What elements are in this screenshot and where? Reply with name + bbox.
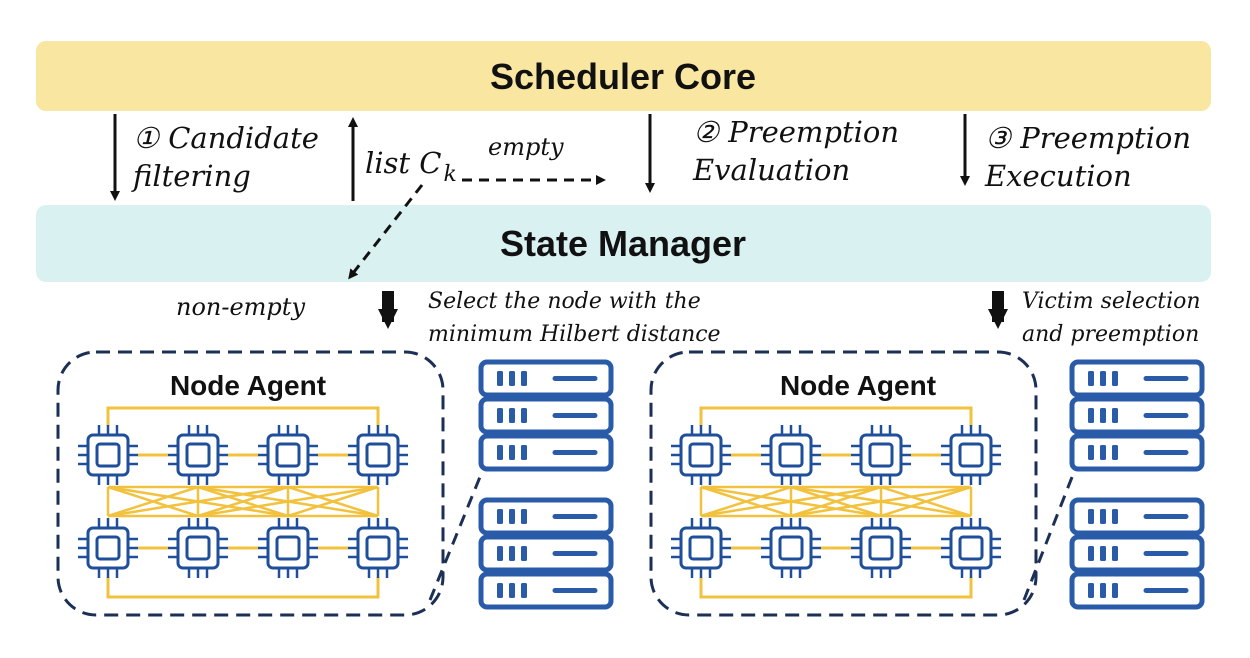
gpu-chip-icon xyxy=(78,518,138,578)
state-manager: State Manager xyxy=(36,205,1211,282)
server-unit-icon xyxy=(1069,534,1205,573)
gpu-chip-icon xyxy=(258,425,318,485)
server-unit-icon xyxy=(478,534,614,573)
node-agent-title: Node Agent xyxy=(170,370,326,401)
server-unit-icon xyxy=(478,497,614,536)
scheduler-core-label: Scheduler Core xyxy=(490,56,756,97)
state-manager-bar xyxy=(36,205,1211,282)
server-rack-icon xyxy=(478,359,614,472)
server-unit-icon xyxy=(478,359,614,398)
server-rack-icon xyxy=(1069,359,1205,472)
scheduler-core: Scheduler Core xyxy=(36,41,1211,111)
non-empty-label: non-empty xyxy=(176,293,305,321)
empty-label: empty xyxy=(488,133,564,161)
server-unit-icon xyxy=(1069,396,1205,435)
gpu-chip-grid xyxy=(671,406,1001,599)
nvlink-connections xyxy=(106,406,380,599)
gpu-chip-icon xyxy=(941,425,1001,485)
server-unit-icon xyxy=(1069,497,1205,536)
node-agent-border xyxy=(56,350,445,617)
server-unit-icon xyxy=(478,571,614,610)
select-node-line2: minimum Hilbert distance xyxy=(428,322,721,347)
state-manager-label: State Manager xyxy=(500,223,746,264)
list-ck-prefix: list C xyxy=(365,146,442,180)
step-execution-line1: ③ Preemption xyxy=(985,121,1191,155)
gpu-chip-icon xyxy=(671,425,731,485)
gpu-chip-icon xyxy=(671,518,731,578)
scheduler-core-bar xyxy=(36,41,1211,111)
node-agent-panel-1: Node Agent xyxy=(56,350,445,617)
panel-server-connector xyxy=(1022,471,1076,601)
gpu-chip-grid xyxy=(78,406,408,599)
gpu-chip-icon xyxy=(168,518,228,578)
gpu-chip-icon xyxy=(851,425,911,485)
panel-server-connector xyxy=(428,471,484,601)
node-agent-title: Node Agent xyxy=(780,370,936,401)
gpu-chip-icon xyxy=(348,425,408,485)
server-rack-icon xyxy=(478,497,614,610)
server-unit-icon xyxy=(478,433,614,472)
server-unit-icon xyxy=(1069,571,1205,610)
victim-line1: Victim selection xyxy=(1022,289,1201,314)
server-rack-icon xyxy=(1069,497,1205,610)
step-candidate-line1: ① Candidate xyxy=(133,121,319,155)
step-evaluation-line2: Evaluation xyxy=(692,153,850,187)
nvlink-connections xyxy=(699,406,973,599)
select-node-line1: Select the node with the xyxy=(428,289,701,314)
victim-line2: and preemption xyxy=(1022,322,1199,347)
server-unit-icon xyxy=(1069,433,1205,472)
list-ck-label: list Ck xyxy=(365,146,457,187)
non-empty-branch-arrow xyxy=(348,184,424,280)
list-ck-subscript: k xyxy=(444,162,457,187)
gpu-chip-icon xyxy=(761,518,821,578)
step-evaluation-line1: ② Preemption xyxy=(693,115,899,149)
server-unit-icon xyxy=(1069,359,1205,398)
step-execution-line2: Execution xyxy=(984,159,1132,193)
server-unit-icon xyxy=(478,396,614,435)
node-agent-border xyxy=(649,350,1038,617)
gpu-chip-icon xyxy=(761,425,821,485)
gpu-chip-icon xyxy=(168,425,228,485)
gpu-chip-icon xyxy=(941,518,1001,578)
gpu-chip-icon xyxy=(348,518,408,578)
step-candidate-line2: filtering xyxy=(131,159,251,193)
gpu-chip-icon xyxy=(851,518,911,578)
node-agent-panel-2: Node Agent xyxy=(649,350,1038,617)
gpu-chip-icon xyxy=(258,518,318,578)
gpu-chip-icon xyxy=(78,425,138,485)
